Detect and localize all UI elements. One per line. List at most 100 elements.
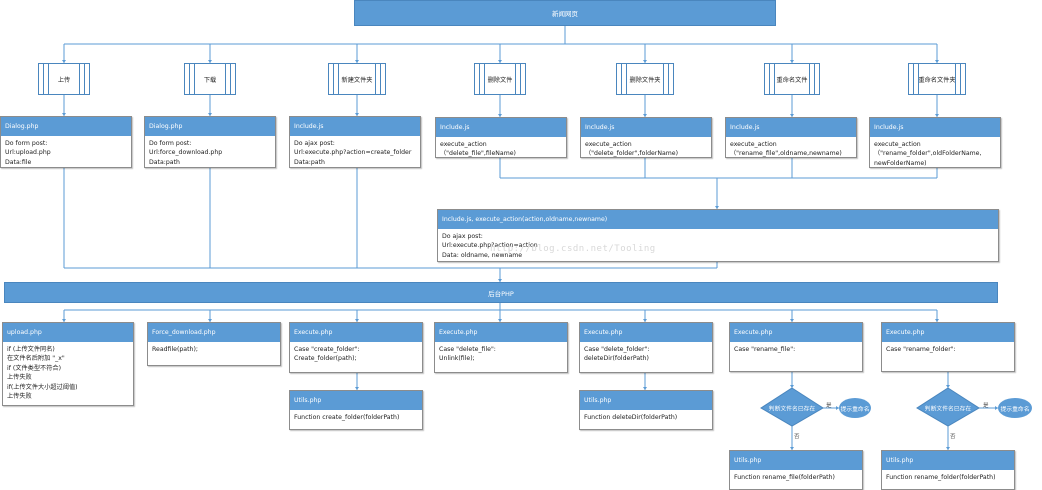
card-line: Do form post: (149, 140, 192, 147)
operation-delete-folder: 删除文件夹 (616, 63, 674, 95)
card-line: execute_action (585, 141, 632, 148)
card-line: Do form post: (5, 140, 48, 147)
backend-card-execute-create-folder: Execute.php Case "create_folder": Create… (289, 322, 423, 373)
operation-download: 下载 (184, 63, 236, 95)
arrowheads (62, 60, 998, 450)
card-title: Include.js (581, 118, 711, 137)
utils-card-create-folder: Utils.php Function create_folder(folderP… (289, 390, 423, 430)
decision-text-rename-folder: 判断文件名已存在 (924, 406, 972, 413)
card-line: （"rename_file",oldname,newname) (730, 150, 842, 158)
operation-delete-file: 删除文件 (474, 63, 526, 95)
decision-no-label: 否 (794, 434, 800, 440)
card-line: Function rename_file(folderPath) (734, 474, 835, 481)
backend-php-bar: 后台PHP (4, 282, 998, 303)
card-line: Data:path (294, 158, 325, 166)
card-line: newFolderName) (874, 159, 927, 167)
card-line: Data:file (5, 158, 32, 166)
decision-text-rename-file: 判断文件名已存在 (768, 406, 816, 413)
top-title: 新闻网页 (552, 10, 578, 18)
card-line: Data: oldname, newname (442, 251, 523, 259)
backend-card-execute-rename-folder: Execute.php Case "rename_folder": (881, 322, 1015, 372)
card-line: Case "rename_file": (734, 346, 796, 353)
backend-title: 后台PHP (488, 289, 514, 298)
frontend-card-download: Dialog.php Do form post: Url:force_downl… (144, 116, 276, 168)
card-line: Do ajax post: (294, 140, 335, 147)
card-title: Include.js (436, 118, 566, 137)
top-title-bar: 新闻网页 (354, 0, 776, 26)
card-line: （"rename_folder",oldFolderName, (874, 150, 982, 158)
card-title: Execute.php (290, 323, 422, 342)
card-line: Url:upload.php (5, 149, 51, 157)
card-line: if (文件类型不符合) (7, 364, 62, 372)
backend-card-execute-delete-folder: Execute.php Case "delete_folder": delete… (579, 322, 713, 373)
card-title: Include.js (290, 117, 420, 136)
operation-rename-file: 重命名文件 (764, 63, 820, 95)
card-line: Do ajax post: (442, 233, 483, 240)
decision-yes-label: 是 (826, 403, 832, 409)
card-title: Execute.php (730, 323, 862, 342)
card-line: （"delete_file",fileName) (440, 150, 516, 158)
card-title: upload.php (3, 323, 133, 342)
utils-card-rename-file: Utils.php Function rename_file(folderPat… (729, 450, 863, 490)
backend-card-execute-rename-file: Execute.php Case "rename_file": (729, 322, 863, 372)
card-line: execute_action (440, 141, 487, 148)
utils-card-rename-folder: Utils.php Function rename_folder(folderP… (881, 450, 1015, 490)
card-line: deleteDir(folderPath) (584, 355, 649, 363)
card-title: Dialog.php (145, 117, 275, 136)
card-line: Function rename_folder(folderPath) (886, 474, 996, 481)
card-line: Unlink(file); (439, 355, 475, 363)
card-line: Url:execute.php?action=action (442, 242, 538, 250)
card-line: execute_action (730, 141, 777, 148)
decision-diamond-rename-file (760, 387, 824, 427)
backend-card-upload: upload.php if (上传文件同名) 在文件名后附加 "_x" if (… (2, 322, 134, 406)
card-line: 上传失败 (7, 393, 32, 401)
card-line: Case "create_folder": (294, 346, 360, 353)
card-line: if(上传文件大小超过阈值) (7, 383, 78, 391)
watermark-text: http://blog.csdn.net/Tooling (490, 244, 656, 254)
card-title: Execute.php (580, 323, 712, 342)
card-line: Case "delete_folder": (584, 346, 650, 353)
frontend-card-delete-folder: Include.js execute_action （"delete_folde… (580, 117, 712, 158)
card-line: Url:execute.php?action=create_folder (294, 149, 412, 157)
decision-diamond-rename-folder (916, 387, 980, 427)
card-title: Include.js, execute_action(action,oldnam… (438, 210, 998, 229)
frontend-card-rename-file: Include.js execute_action （"rename_file"… (725, 117, 857, 158)
result-rename-folder-prompt: 提示重命名 (998, 398, 1032, 418)
card-line: Case "rename_folder": (886, 346, 956, 353)
ajax-execute-action-card: Include.js, execute_action(action,oldnam… (437, 209, 999, 262)
decision-no-label: 否 (950, 434, 956, 440)
frontend-card-delete-file: Include.js execute_action （"delete_file"… (435, 117, 567, 158)
operation-create-folder: 新建文件夹 (328, 63, 386, 95)
card-line: Readfile(path); (152, 346, 198, 353)
card-line: execute_action (874, 141, 921, 148)
result-rename-file-prompt: 提示重命名 (839, 398, 871, 418)
card-title: Utils.php (580, 391, 712, 410)
card-line: 上传失败 (7, 374, 32, 382)
card-line: Function deleteDir(folderPath) (584, 414, 678, 421)
card-title: Utils.php (882, 451, 1014, 470)
card-line: （"delete_folder",folderName) (585, 150, 679, 158)
decision-yes-label: 是 (983, 403, 989, 409)
card-title: Dialog.php (1, 117, 131, 136)
card-title: Include.js (726, 118, 856, 137)
card-line: if (上传文件同名) (7, 346, 55, 353)
card-line: Data:path (149, 158, 180, 166)
card-title: Execute.php (882, 323, 1014, 342)
operation-rename-folder: 重命名文件夹 (908, 63, 966, 95)
card-line: Create_folder(path); (294, 355, 357, 363)
card-title: Execute.php (435, 323, 567, 342)
card-line: 在文件名后附加 "_x" (7, 355, 65, 363)
operation-upload: 上传 (38, 63, 90, 95)
frontend-card-rename-folder: Include.js execute_action （"rename_folde… (869, 117, 1001, 168)
card-line: Function create_folder(folderPath) (294, 414, 400, 421)
card-title: Utils.php (730, 451, 862, 470)
card-title: Force_download.php (148, 323, 280, 342)
card-line: Case "delete_file": (439, 346, 496, 353)
card-title: Utils.php (290, 391, 422, 410)
card-title: Include.js (870, 118, 1000, 137)
card-line: Url:force_download.php (149, 149, 223, 157)
frontend-card-create-folder: Include.js Do ajax post: Url:execute.php… (289, 116, 421, 168)
backend-card-execute-delete-file: Execute.php Case "delete_file": Unlink(f… (434, 322, 568, 373)
